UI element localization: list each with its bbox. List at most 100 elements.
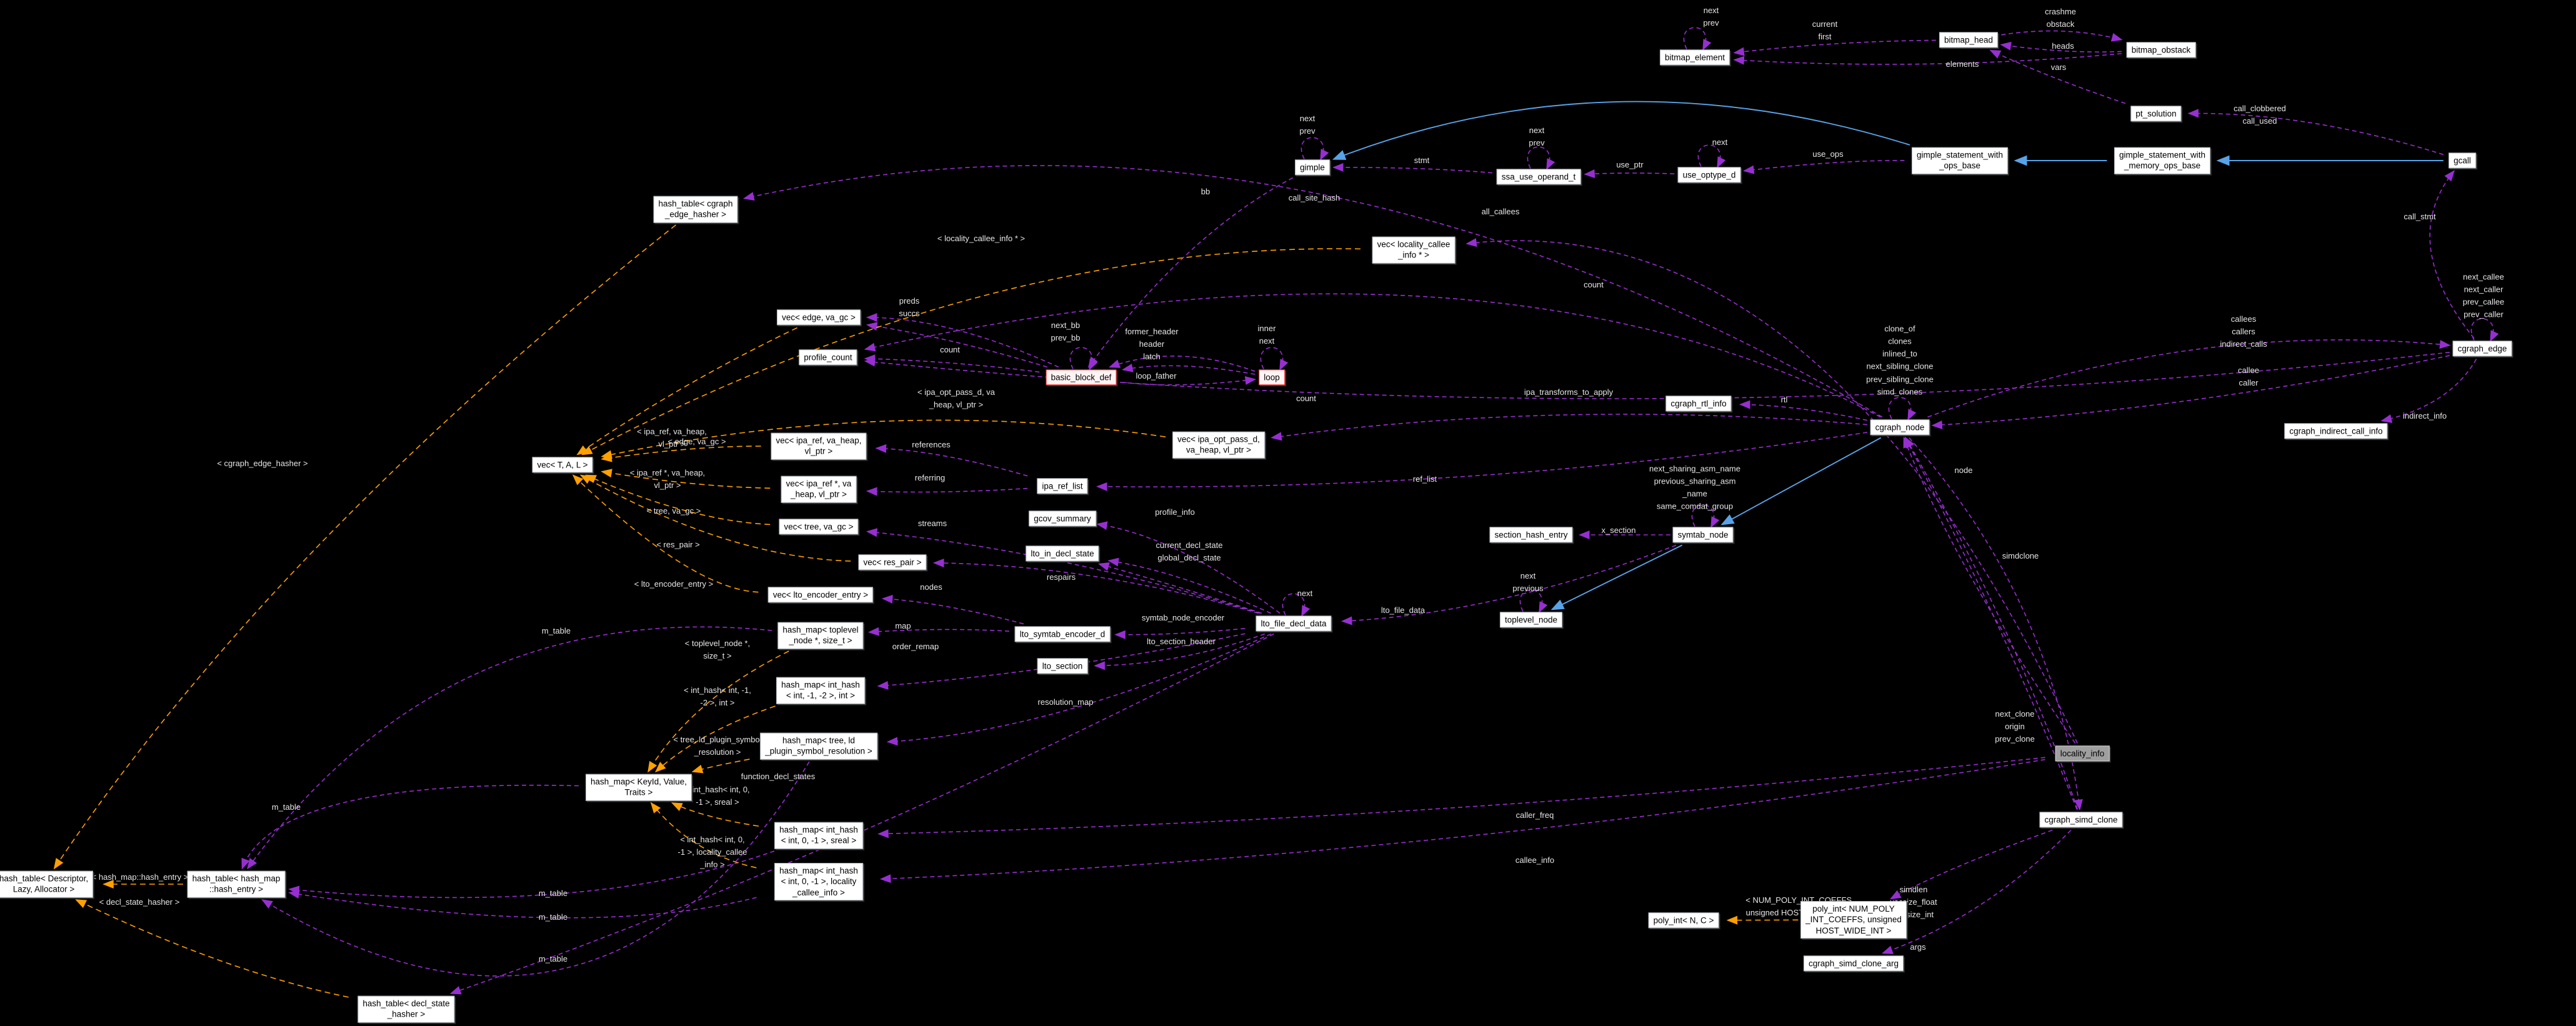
edge-ht_cgraph_edge_hasher-to-ht_descriptor	[53, 224, 676, 870]
edge-label: call_clobbered call_used	[2234, 103, 2286, 126]
node-gswob[interactable]: gimple_statement_with _ops_base	[1911, 147, 2009, 174]
node-hm_int_int[interactable]: hash_map< int_hash < int, -1, -2 >, int …	[776, 677, 865, 704]
edge-bitmap_obstack-to-bitmap_element	[1733, 52, 2122, 65]
edge-cgraph_edge-to-cgraph_node	[1931, 355, 2450, 429]
node-ht_decl_state[interactable]: hash_table< decl_state _hasher >	[357, 995, 455, 1023]
edge-basic_block_def-to-profile_count	[864, 354, 1040, 373]
edge-label: < int_hash< int, 0, -1 >, sreal >	[685, 784, 750, 807]
edge-bitmap_head-to-bitmap_obstack	[2001, 30, 2123, 42]
node-bitmap_obstack[interactable]: bitmap_obstack	[2126, 42, 2196, 58]
edge-cgraph_node-to-ht_cgraph_edge_hasher	[742, 165, 1883, 418]
node-poly_int_num[interactable]: poly_int< NUM_POLY _INT_COEFFS, unsigned…	[1800, 901, 1907, 939]
edge-vec_ipa_ref_ptr-to-vec_TAL	[601, 469, 771, 489]
node-vec_tree_va_gc[interactable]: vec< tree, va_gc >	[779, 519, 859, 535]
edge-label: use_ptr	[1616, 159, 1644, 169]
edge-label: symtab_node_encoder	[1141, 612, 1225, 622]
node-use_optype_d[interactable]: use_optype_d	[1677, 167, 1741, 183]
edge-basic_block_def-to-basic_block_def	[1069, 347, 1098, 371]
node-vec_res_pair[interactable]: vec< res_pair >	[858, 554, 927, 570]
edge-cgraph_node-to-profile_count	[864, 293, 1881, 418]
node-gswmob[interactable]: gimple_statement_with _memory_ops_base	[2114, 147, 2211, 174]
edge-label: < ipa_ref, va_heap, vl_ptr >	[637, 426, 707, 449]
edge-vec_edge_va_gc-to-vec_TAL	[576, 327, 797, 456]
node-hm_int_locality[interactable]: hash_map< int_hash < int, 0, -1 >, local…	[774, 863, 863, 900]
node-cgraph_rtl_info[interactable]: cgraph_rtl_info	[1665, 396, 1732, 412]
edge-symtab_node-to-lto_file_decl_data	[1340, 544, 1677, 625]
node-gcov_summary[interactable]: gcov_summary	[1029, 511, 1096, 527]
node-loop[interactable]: loop	[1259, 369, 1285, 386]
node-lto_section[interactable]: lto_section	[1037, 658, 1088, 674]
edge-bitmap_element-to-bitmap_element	[1683, 27, 1712, 51]
node-ipa_ref_list[interactable]: ipa_ref_list	[1037, 478, 1088, 494]
node-vec_ipa_opt_pass[interactable]: vec< ipa_opt_pass_d, va_heap, vl_ptr >	[1172, 431, 1265, 459]
node-ht_descriptor[interactable]: hash_table< Descriptor, Lazy, Allocator …	[0, 870, 94, 898]
node-lto_symtab_encoder_d[interactable]: lto_symtab_encoder_d	[1014, 626, 1111, 642]
node-section_hash_entry[interactable]: section_hash_entry	[1489, 527, 1573, 543]
edge-locality_info-to-cgraph_node	[1903, 436, 2076, 744]
edge-label: next_callee next_caller prev_callee prev…	[2462, 272, 2505, 320]
edge-locality_info-to-vec_locality_callee	[1465, 238, 2078, 744]
edge-label: < cgraph_edge_hasher >	[217, 458, 308, 468]
node-pt_solution[interactable]: pt_solution	[2130, 106, 2182, 122]
node-cgraph_indirect_call_info[interactable]: cgraph_indirect_call_info	[2284, 423, 2388, 439]
node-gcall[interactable]: gcall	[2449, 152, 2476, 169]
node-bitmap_element[interactable]: bitmap_element	[1659, 49, 1730, 66]
node-gimple[interactable]: gimple	[1295, 159, 1330, 176]
node-ssa_use_operand_t[interactable]: ssa_use_operand_t	[1496, 169, 1581, 185]
node-cgraph_node[interactable]: cgraph_node	[1870, 419, 1930, 436]
edge-loop-to-basic_block_def	[1109, 356, 1256, 372]
node-basic_block_def[interactable]: basic_block_def	[1046, 369, 1117, 386]
edge-label: vars	[2050, 62, 2067, 72]
node-lto_file_decl_data[interactable]: lto_file_decl_data	[1256, 615, 1332, 632]
node-profile_count[interactable]: profile_count	[799, 349, 857, 366]
edge-label: < tree, ld_plugin_symbol _resolution >	[673, 734, 762, 757]
edge-label: ref_list	[1412, 474, 1437, 484]
edge-basic_block_def-to-vec_edge_va_gc	[866, 312, 1059, 368]
edge-ipa_ref_list-to-vec_ipa_ref_ptr	[866, 487, 1028, 496]
edge-vec_res_pair-to-vec_TAL	[579, 474, 851, 562]
edge-ipa_ref_list-to-vec_ipa_ref	[875, 444, 1028, 477]
node-hm_keyid[interactable]: hash_map< KeyId, Value, Traits >	[586, 774, 692, 801]
edge-label: current_decl_state global_decl_state	[1156, 540, 1223, 562]
edge-hm_int_locality-to-ht_hash_entry	[288, 890, 757, 919]
node-vec_TAL[interactable]: vec< T, A, L >	[532, 457, 593, 473]
node-vec_lto_encoder[interactable]: vec< lto_encoder_entry >	[767, 587, 874, 603]
node-vec_ipa_ref_ptr[interactable]: vec< ipa_ref *, va _heap, vl_ptr >	[781, 476, 857, 503]
node-ht_cgraph_edge_hasher[interactable]: hash_table< cgraph _edge_hasher >	[653, 196, 738, 223]
node-cgraph_simd_clone_arg[interactable]: cgraph_simd_clone_arg	[1803, 955, 1904, 972]
edge-label: < toplevel_node *, size_t >	[684, 638, 751, 660]
node-toplevel_node[interactable]: toplevel_node	[1499, 612, 1563, 628]
edge-label: rtl	[1780, 394, 1788, 404]
edge-vec_ipa_ref-to-vec_TAL	[601, 446, 761, 462]
edge-cgraph_node-to-ipa_ref_list	[1096, 432, 1867, 491]
node-vec_edge_va_gc[interactable]: vec< edge, va_gc >	[777, 309, 861, 326]
edge-label: < res_pair >	[656, 539, 700, 549]
edge-label: next	[1712, 137, 1728, 147]
node-cgraph_simd_clone[interactable]: cgraph_simd_clone	[2039, 812, 2123, 828]
edge-label: next	[1297, 588, 1313, 598]
node-poly_int_NC[interactable]: poly_int< N, C >	[1648, 912, 1719, 929]
edge-label: map	[895, 620, 911, 630]
edge-lto_file_decl_data-to-lto_in_decl_state	[1107, 557, 1271, 614]
edge-label: streams	[917, 518, 947, 528]
edge-hm_int_sreal-to-hm_keyid	[671, 802, 759, 827]
node-locality_info[interactable]: locality_info	[2055, 745, 2110, 762]
node-hm_tree_ld[interactable]: hash_map< tree, ld _plugin_symbol_resolu…	[760, 732, 877, 760]
node-vec_locality_callee[interactable]: vec< locality_callee _info * >	[1372, 236, 1455, 264]
node-hm_int_sreal[interactable]: hash_map< int_hash < int, 0, -1 >, sreal…	[774, 822, 863, 849]
node-bitmap_head[interactable]: bitmap_head	[1939, 32, 1999, 48]
node-hm_toplevel_size[interactable]: hash_map< toplevel _node *, size_t >	[777, 622, 864, 649]
node-ht_hash_entry[interactable]: hash_table< hash_map ::hash_entry >	[187, 870, 286, 898]
node-vec_ipa_ref[interactable]: vec< ipa_ref, va_heap, vl_ptr >	[771, 432, 867, 460]
edge-lto_file_decl_data-to-lto_symtab_encoder_d	[1114, 627, 1246, 639]
edge-vec_ipa_opt_pass-to-vec_TAL	[601, 419, 1166, 459]
edge-lto_file_decl_data-to-lto_file_decl_data	[1282, 593, 1310, 617]
node-cgraph_edge[interactable]: cgraph_edge	[2452, 341, 2512, 357]
edge-label: < hash_map::hash_entry >	[91, 872, 189, 882]
edge-label: lto_file_data	[1380, 605, 1425, 615]
node-lto_in_decl_state[interactable]: lto_in_decl_state	[1026, 545, 1099, 562]
node-symtab_node[interactable]: symtab_node	[1672, 527, 1734, 543]
edge-label: m_table	[538, 912, 568, 922]
edge-ssa_use_operand_t-to-gimple	[1332, 162, 1493, 174]
edge-use_optype_d-to-use_optype_d	[1697, 144, 1726, 169]
